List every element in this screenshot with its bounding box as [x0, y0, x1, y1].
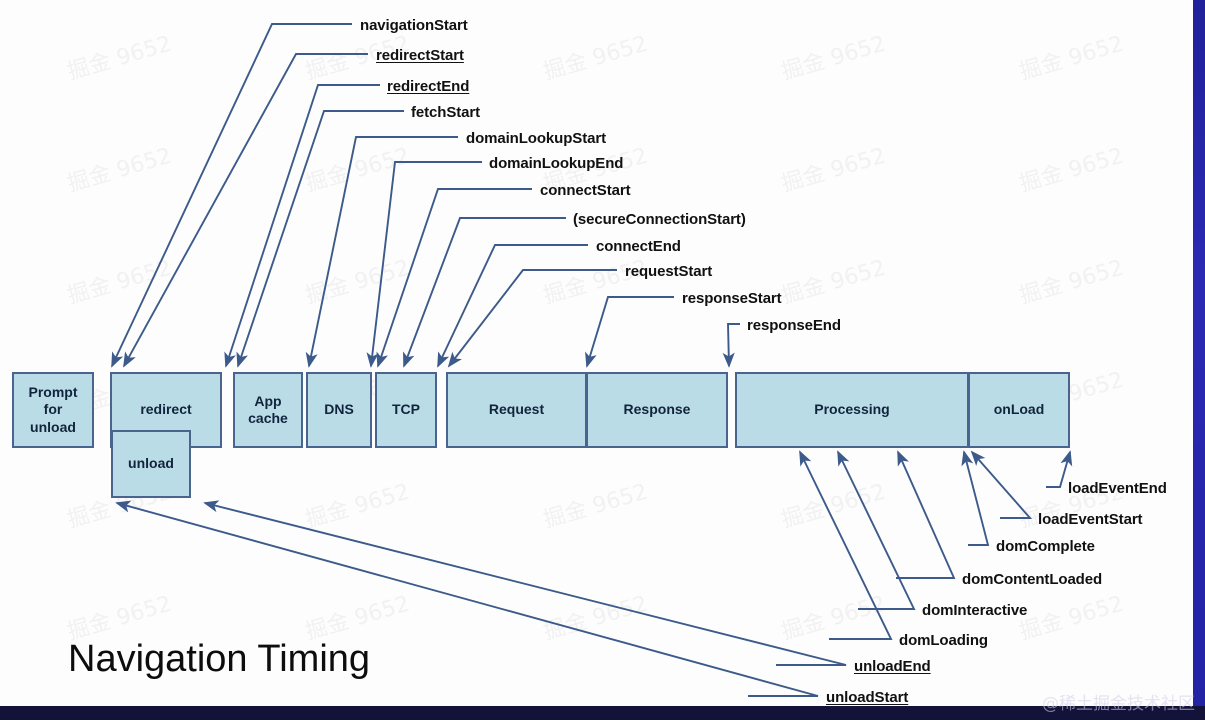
label-loadEventEnd: loadEventEnd: [1068, 480, 1167, 497]
connector-loadEventEnd: [1046, 450, 1073, 488]
connector-domComplete: [961, 450, 990, 546]
connector-domLoading: [799, 450, 893, 640]
phase-dns: DNS: [306, 372, 372, 448]
connector-connectStart: [376, 188, 532, 368]
phase-request: Request: [446, 372, 587, 448]
brand-watermark: @稀土掘金技术社区: [1042, 694, 1195, 714]
connector-domainLookupEnd: [366, 161, 482, 368]
label-secureConnectionStart: (secureConnectionStart): [573, 211, 746, 228]
label-connectEnd: connectEnd: [596, 238, 681, 255]
phase-onload: onLoad: [968, 372, 1070, 448]
label-responseEnd: responseEnd: [747, 317, 841, 334]
connector-domainLookupStart: [305, 136, 458, 368]
connector-redirectStart: [123, 53, 368, 368]
connector-lines: [111, 23, 1073, 697]
phase-unload: unload: [111, 430, 191, 498]
label-responseStart: responseStart: [682, 290, 782, 307]
connector-domContentLoaded: [896, 450, 956, 579]
connector-secureConnectionStart: [403, 217, 566, 368]
label-domainLookupStart: domainLookupStart: [466, 130, 606, 147]
bottom-frame-bar: @稀土掘金技术社区: [0, 694, 1205, 720]
connector-fetchStart: [236, 110, 404, 368]
connector-domInteractive: [837, 450, 916, 610]
connector-connectEnd: [437, 244, 588, 368]
label-domainLookupEnd: domainLookupEnd: [489, 155, 624, 172]
label-fetchStart: fetchStart: [411, 104, 481, 121]
phase-processing: Processing: [735, 372, 969, 448]
label-loadEventStart: loadEventStart: [1038, 511, 1143, 528]
page-title: Navigation Timing: [68, 638, 371, 680]
label-connectStart: connectStart: [540, 182, 631, 199]
label-domComplete: domComplete: [996, 538, 1095, 555]
label-requestStart: requestStart: [625, 263, 713, 280]
label-domInteractive: domInteractive: [922, 602, 1028, 619]
connector-navigationStart: [111, 23, 352, 368]
phase-response: Response: [586, 372, 728, 448]
label-domLoading: domLoading: [899, 632, 988, 649]
connector-loadEventStart: [970, 450, 1033, 519]
label-redirectEnd: redirectEnd: [387, 78, 470, 95]
label-unloadEnd: unloadEnd: [854, 658, 931, 675]
label-domContentLoaded: domContentLoaded: [962, 571, 1103, 588]
connector-requestStart: [447, 269, 617, 368]
right-frame-bar: [1193, 0, 1205, 706]
connector-redirectEnd: [224, 84, 380, 368]
label-redirectStart: redirectStart: [376, 47, 464, 64]
connector-responseStart: [585, 296, 674, 368]
connector-unloadStart: [115, 500, 819, 697]
label-navigationStart: navigationStart: [360, 17, 468, 34]
phase-tcp: TCP: [375, 372, 437, 448]
label-unloadStart: unloadStart: [826, 689, 909, 706]
connector-responseEnd: [722, 323, 740, 368]
connector-unloadEnd: [203, 500, 847, 666]
